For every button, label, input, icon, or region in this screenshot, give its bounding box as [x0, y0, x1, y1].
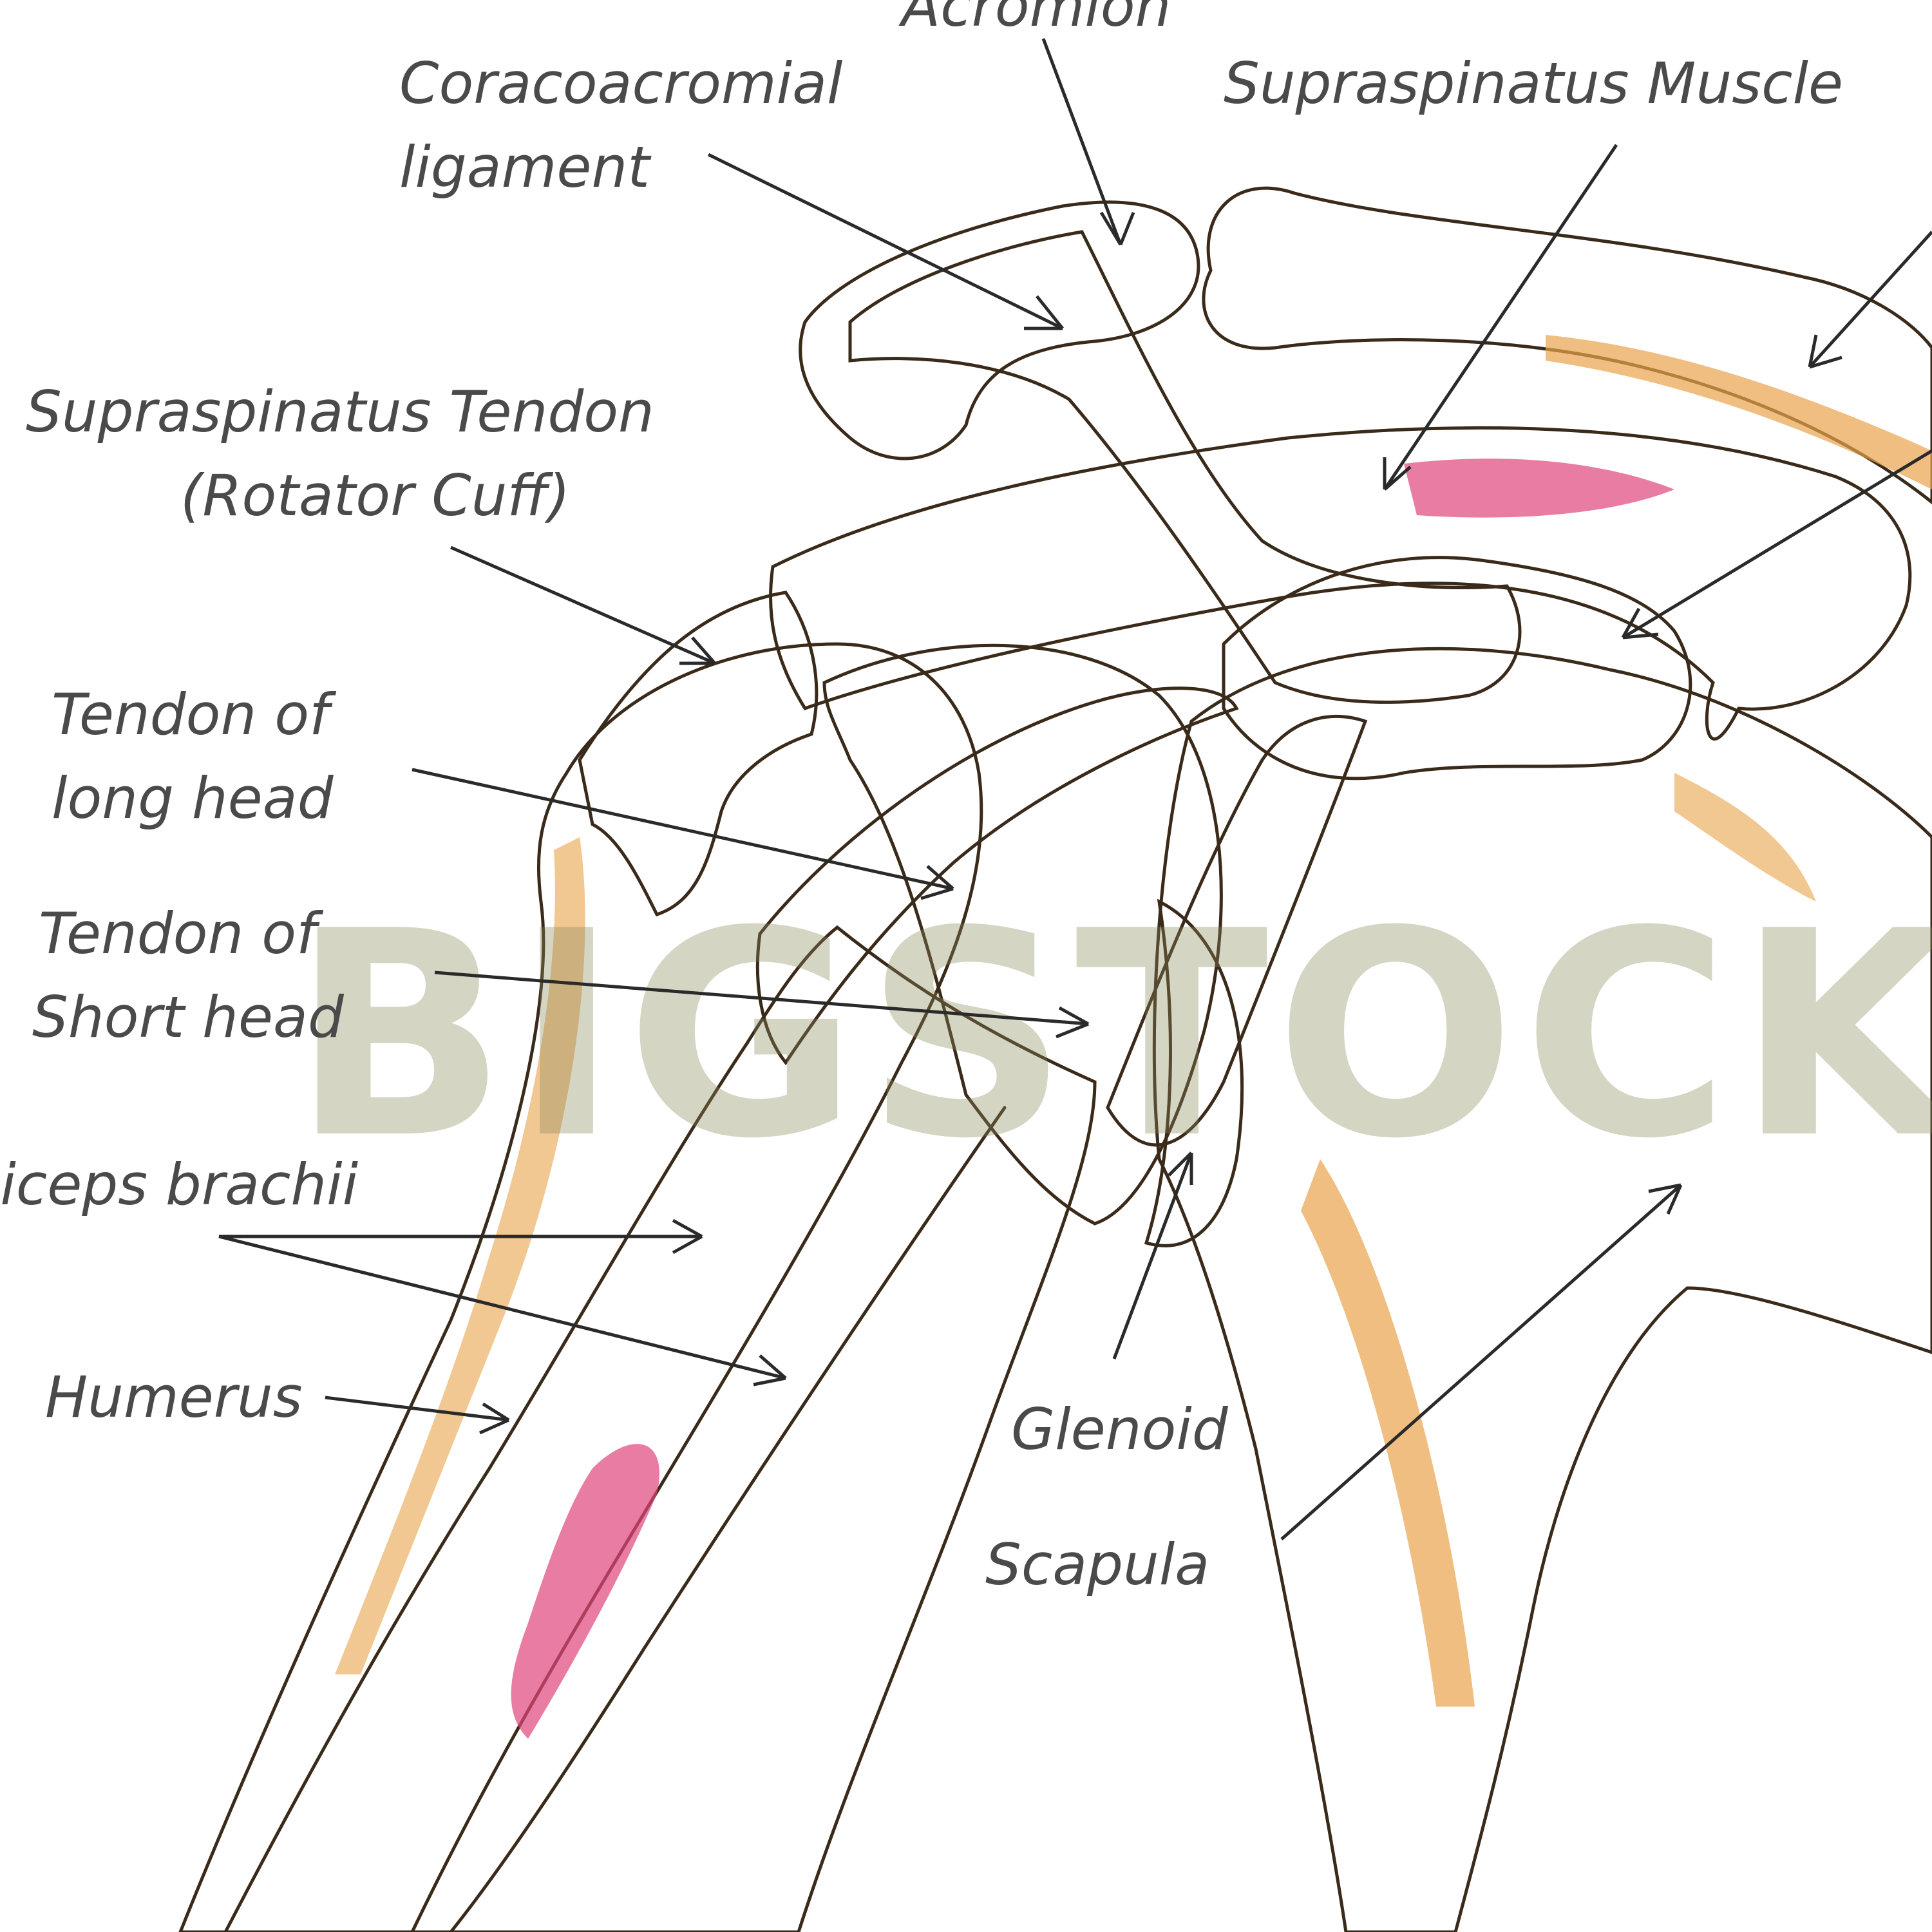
arrow-scapula — [1280, 1183, 1683, 1540]
humerus-shading — [335, 837, 585, 1674]
long-head-tendon-shape — [755, 687, 1239, 1066]
scapula-shape — [1152, 647, 1932, 1932]
humerus-shape — [178, 642, 983, 1932]
coracoid-shape — [1222, 556, 1692, 781]
label-scapula: Scapula — [985, 1531, 1209, 1598]
supraspinatus-muscle-shape — [769, 426, 1912, 741]
supraspinatus-tendon-shape — [578, 591, 819, 917]
arrow-coracoid — [1621, 449, 1932, 639]
watermark-text: BIGSTOCK — [291, 871, 1932, 1200]
leader-lines — [218, 38, 1932, 1540]
label-supraspinatus-tendon-line1: Supraspinatus Tendon — [26, 379, 654, 445]
label-coracoacromial-line2: ligament — [399, 134, 652, 200]
biceps-highlight — [511, 1444, 659, 1739]
label-short-head-line2: Short head — [32, 984, 345, 1050]
scapula-shading — [1301, 1159, 1475, 1707]
label-supraspinatus-tendon-line2: (Rotator Cuff) — [180, 462, 570, 529]
arrow-acromion — [1041, 38, 1135, 246]
acromion-shape — [799, 200, 1200, 460]
arrow-supraspinatus-muscle — [1383, 144, 1618, 491]
arrow-humerus — [325, 1396, 510, 1435]
label-coracoacromial-line1: Coracoacromial — [399, 50, 843, 117]
arrow-coracoacromial — [707, 153, 1064, 330]
label-glenoid: Glenoid — [1011, 1396, 1229, 1463]
humeral-head-cartilage — [822, 643, 1223, 1226]
label-short-head-line1: Tendon of — [39, 900, 324, 967]
arrow-glenoid — [1112, 1151, 1193, 1359]
scapula-shading-2 — [1674, 773, 1816, 902]
glenoid-rim — [1144, 898, 1244, 1247]
arrow-clavicle-right — [1808, 231, 1932, 369]
arrow-biceps-upper — [219, 1218, 703, 1255]
short-head-tendon-shape — [1106, 715, 1368, 1147]
arrow-supraspinatus-tendon — [450, 545, 716, 665]
coracoacromial-ligament-shape — [848, 230, 1522, 704]
supraspinatus-highlight — [1404, 459, 1674, 518]
labels: Acromion Coracoacromial ligament Suprasp… — [0, 0, 1843, 1598]
label-supraspinatus-muscle: Supraspinatus Muscle — [1224, 50, 1843, 117]
clavicle-shading — [1546, 335, 1932, 489]
label-acromion: Acromion — [898, 0, 1171, 39]
arrow-biceps-lower — [218, 1235, 787, 1387]
label-long-head-line1: Tendon of — [52, 681, 337, 748]
biceps-division-line — [449, 1106, 1007, 1932]
label-humerus: Humerus — [45, 1364, 303, 1430]
arrow-long-head — [412, 768, 954, 900]
label-biceps: Biceps brachii — [0, 1151, 359, 1218]
biceps-brachii-shape — [223, 925, 1097, 1932]
label-long-head-line2: long head — [52, 765, 334, 831]
arrow-short-head — [434, 971, 1090, 1039]
